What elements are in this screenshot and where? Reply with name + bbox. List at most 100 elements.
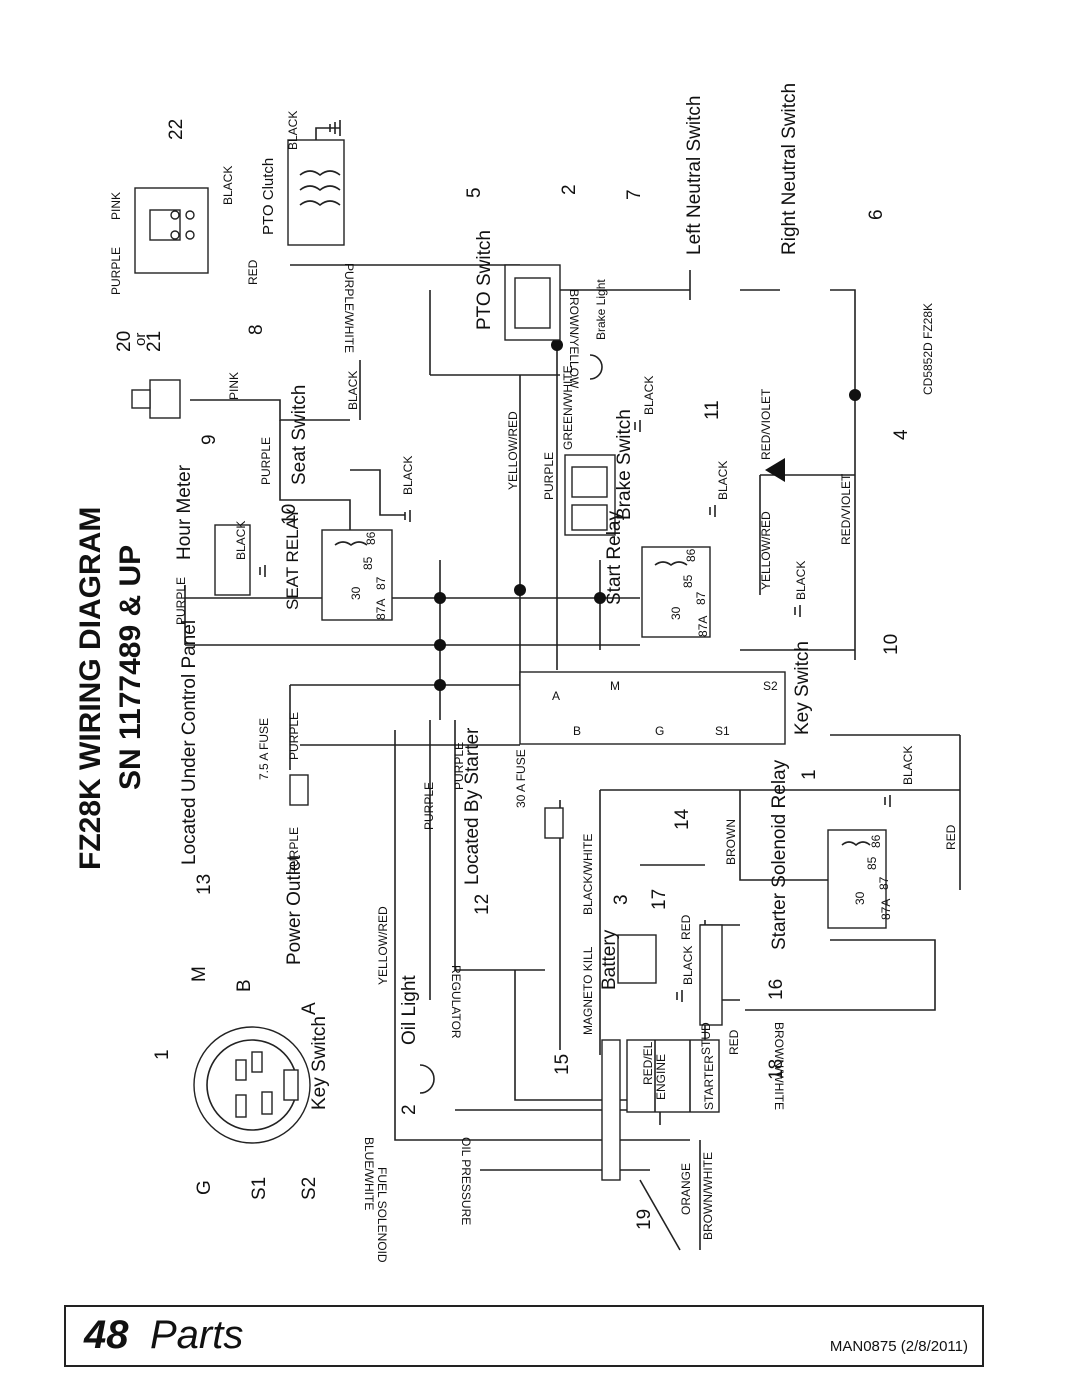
wire-pink-1: PINK xyxy=(109,192,123,220)
wire-purple-1: PURPLE xyxy=(542,452,556,500)
wire-brown-white-1: BROWN/WHITE xyxy=(772,1022,786,1110)
battery-label: Battery xyxy=(599,929,620,990)
engine-harness-bar xyxy=(601,1039,621,1181)
wire-black-5: BLACK xyxy=(234,521,248,560)
starter-relay-pin-85: 85 xyxy=(865,856,879,870)
located-by-label: Located By Starter xyxy=(462,727,483,885)
wire-purple-8: PURPLE xyxy=(452,742,466,790)
page-footer: 48 Parts MAN0875 (2/8/2011) xyxy=(64,1305,984,1367)
page-number: 48 xyxy=(84,1313,129,1357)
key-terminal-s2: S2 xyxy=(763,679,778,693)
wire-purple-3: PURPLE xyxy=(259,437,273,485)
key-switch-panel xyxy=(519,671,786,745)
stud-block xyxy=(699,924,723,1026)
callout-2: 2 xyxy=(559,184,580,195)
callout-a: A xyxy=(299,1002,320,1015)
callout-14: 14 xyxy=(672,808,693,830)
wire-black-1: BLACK xyxy=(286,111,300,150)
wire-magneto: MAGNETO KILL xyxy=(581,946,595,1035)
callout-19: 19 xyxy=(634,1209,655,1230)
callout-6: 6 xyxy=(866,209,887,220)
callout-9: 9 xyxy=(199,434,220,445)
callout-11: 11 xyxy=(702,400,723,420)
start-relay-label: Start Relay xyxy=(604,511,625,605)
seat-relay-pin-86: 86 xyxy=(364,531,378,545)
wire-purple-4: PURPLE xyxy=(174,577,188,625)
key-terminal-b: B xyxy=(573,724,581,738)
callout-12: 12 xyxy=(472,894,493,915)
regulator-label: REGULATOR xyxy=(449,965,463,1039)
callout-m: M xyxy=(189,966,210,982)
wire-purple-7: PURPLE xyxy=(422,782,436,830)
wire-purple-6: PURPLE xyxy=(287,827,301,875)
document-id: MAN0875 (2/8/2011) xyxy=(829,1338,968,1355)
wire-red-4: RED xyxy=(727,1029,741,1055)
wire-brown: BROWN xyxy=(724,819,738,865)
callout-1b: 1 xyxy=(152,1049,173,1060)
start-relay-pin-87a: 87A xyxy=(696,616,710,637)
stud-label: STUD xyxy=(699,1022,713,1055)
wire-purple-5: PURPLE xyxy=(287,712,301,760)
callout-3: 3 xyxy=(611,894,632,905)
diode xyxy=(765,458,785,482)
start-relay-pin-86: 86 xyxy=(684,548,698,562)
wire-orange: ORANGE xyxy=(679,1163,693,1215)
brake-switch-body xyxy=(564,454,616,536)
starter-relay-pin-86: 86 xyxy=(869,834,883,848)
key-switch-face xyxy=(193,1026,311,1144)
callout-4: 4 xyxy=(891,429,912,440)
wire-red-2: RED xyxy=(944,824,958,850)
drawing-code: CD5852D FZ28K xyxy=(921,303,935,395)
callout-20: 20 xyxy=(114,331,135,352)
wire-brown-white-2: BROWN/WHITE xyxy=(701,1152,715,1240)
callout-15: 15 xyxy=(552,1054,573,1075)
starter-relay-pin-87a: 87A xyxy=(879,899,893,920)
start-relay-pin-85: 85 xyxy=(681,574,695,588)
wire-brown-yellow: BROWN/YELLOW xyxy=(567,289,581,389)
fuse-75-label: 7.5 A FUSE xyxy=(257,718,271,780)
starter-relay-pin-87: 87 xyxy=(877,876,891,890)
starter-relay-pin-30: 30 xyxy=(853,891,867,905)
wire-red-3: RED xyxy=(679,914,693,940)
starter-label: STARTER xyxy=(702,1055,716,1110)
callout-5: 5 xyxy=(464,187,485,198)
seat-relay-pin-85: 85 xyxy=(361,556,375,570)
wire-red-violet-1: RED/VIOLET xyxy=(759,388,773,460)
oil-light-body xyxy=(419,1064,435,1094)
key-terminal-m: M xyxy=(610,679,620,693)
seat-relay-body xyxy=(321,529,393,621)
start-relay-pin-87: 87 xyxy=(694,591,708,605)
key-terminal-g: G xyxy=(655,724,664,738)
seat-relay-label: SEAT RELAY xyxy=(283,508,302,610)
seat-relay-pin-87a: 87A xyxy=(374,599,388,620)
wire-black-8: BLACK xyxy=(794,561,808,600)
brake-light-label: Brake Light xyxy=(594,279,608,340)
callout-22: 22 xyxy=(166,119,187,140)
key-terminal-s1: S1 xyxy=(715,724,730,738)
wire-red-1: RED xyxy=(246,259,260,285)
left-neutral-label: Left Neutral Switch xyxy=(684,96,705,255)
callout-1: 1 xyxy=(799,769,820,780)
callout-8: 8 xyxy=(246,324,267,335)
callout-s1: S1 xyxy=(249,1177,270,1200)
wire-yellow-red-1: YELLOW/RED xyxy=(506,411,520,490)
callout-b: B xyxy=(234,979,255,992)
ground-symbols xyxy=(259,120,891,1002)
callout-2b: 2 xyxy=(399,1104,420,1115)
wire-black-10: BLACK xyxy=(681,946,695,985)
callout-7: 7 xyxy=(624,189,645,200)
wire-yellow-red-3: YELLOW/RED xyxy=(376,906,390,985)
wire-oil-pressure: OIL PRESSURE xyxy=(459,1137,473,1225)
callout-21: 21 xyxy=(144,331,165,352)
wire-blue-white: BLUE/WHITE xyxy=(362,1137,376,1210)
wire-black-9: BLACK xyxy=(901,746,915,785)
key-terminal-a: A xyxy=(552,689,560,703)
callout-10a: 10 xyxy=(279,504,300,525)
brake-light-body xyxy=(589,354,603,380)
wire-black-6: BLACK xyxy=(642,376,656,415)
callout-16: 16 xyxy=(766,979,787,1000)
callout-g: G xyxy=(194,1180,215,1195)
fuse-30-label: 30 A FUSE xyxy=(514,749,528,808)
hour-meter-label: Hour Meter xyxy=(174,464,195,560)
starter-relay-body xyxy=(827,829,887,929)
